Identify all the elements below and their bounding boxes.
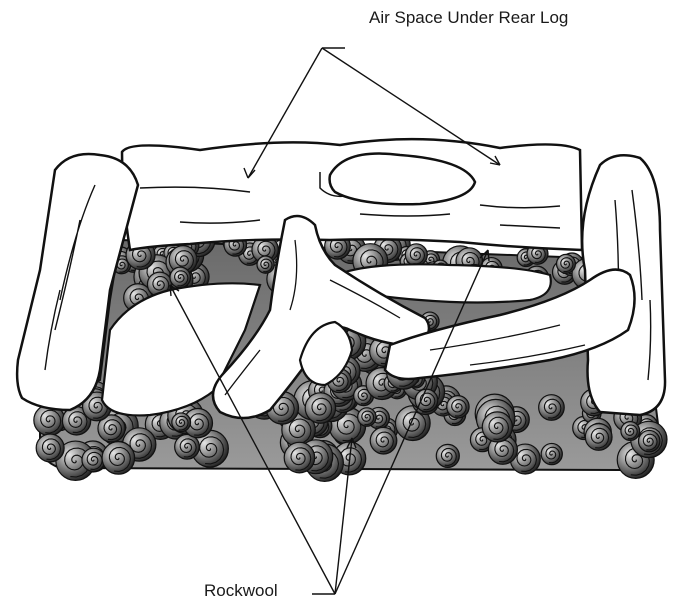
rockwool-ball (405, 244, 427, 266)
rockwool-ball (170, 267, 191, 288)
rockwool-ball (305, 393, 335, 423)
rockwool-ball (370, 427, 397, 454)
rockwool-ball (585, 424, 612, 451)
rockwool-label: Rockwool (204, 581, 278, 601)
rockwool-ball (102, 442, 135, 475)
rockwool-ball (36, 434, 64, 462)
rockwool-ball (447, 396, 469, 418)
rockwool-ball (172, 413, 191, 432)
rockwool-ball (358, 408, 376, 426)
rockwool-ball (284, 442, 315, 473)
rockwool-ball (621, 422, 640, 441)
rockwool-ball (638, 430, 659, 451)
rockwool-ball (257, 256, 274, 273)
rockwool-ball (415, 389, 438, 412)
rockwool-ball (482, 412, 512, 442)
air-space-label: Air Space Under Rear Log (369, 8, 568, 28)
rockwool-ball (557, 254, 576, 273)
rockwool-ball (436, 444, 459, 467)
rockwool-ball (541, 443, 562, 464)
rockwool-ball (539, 395, 565, 421)
